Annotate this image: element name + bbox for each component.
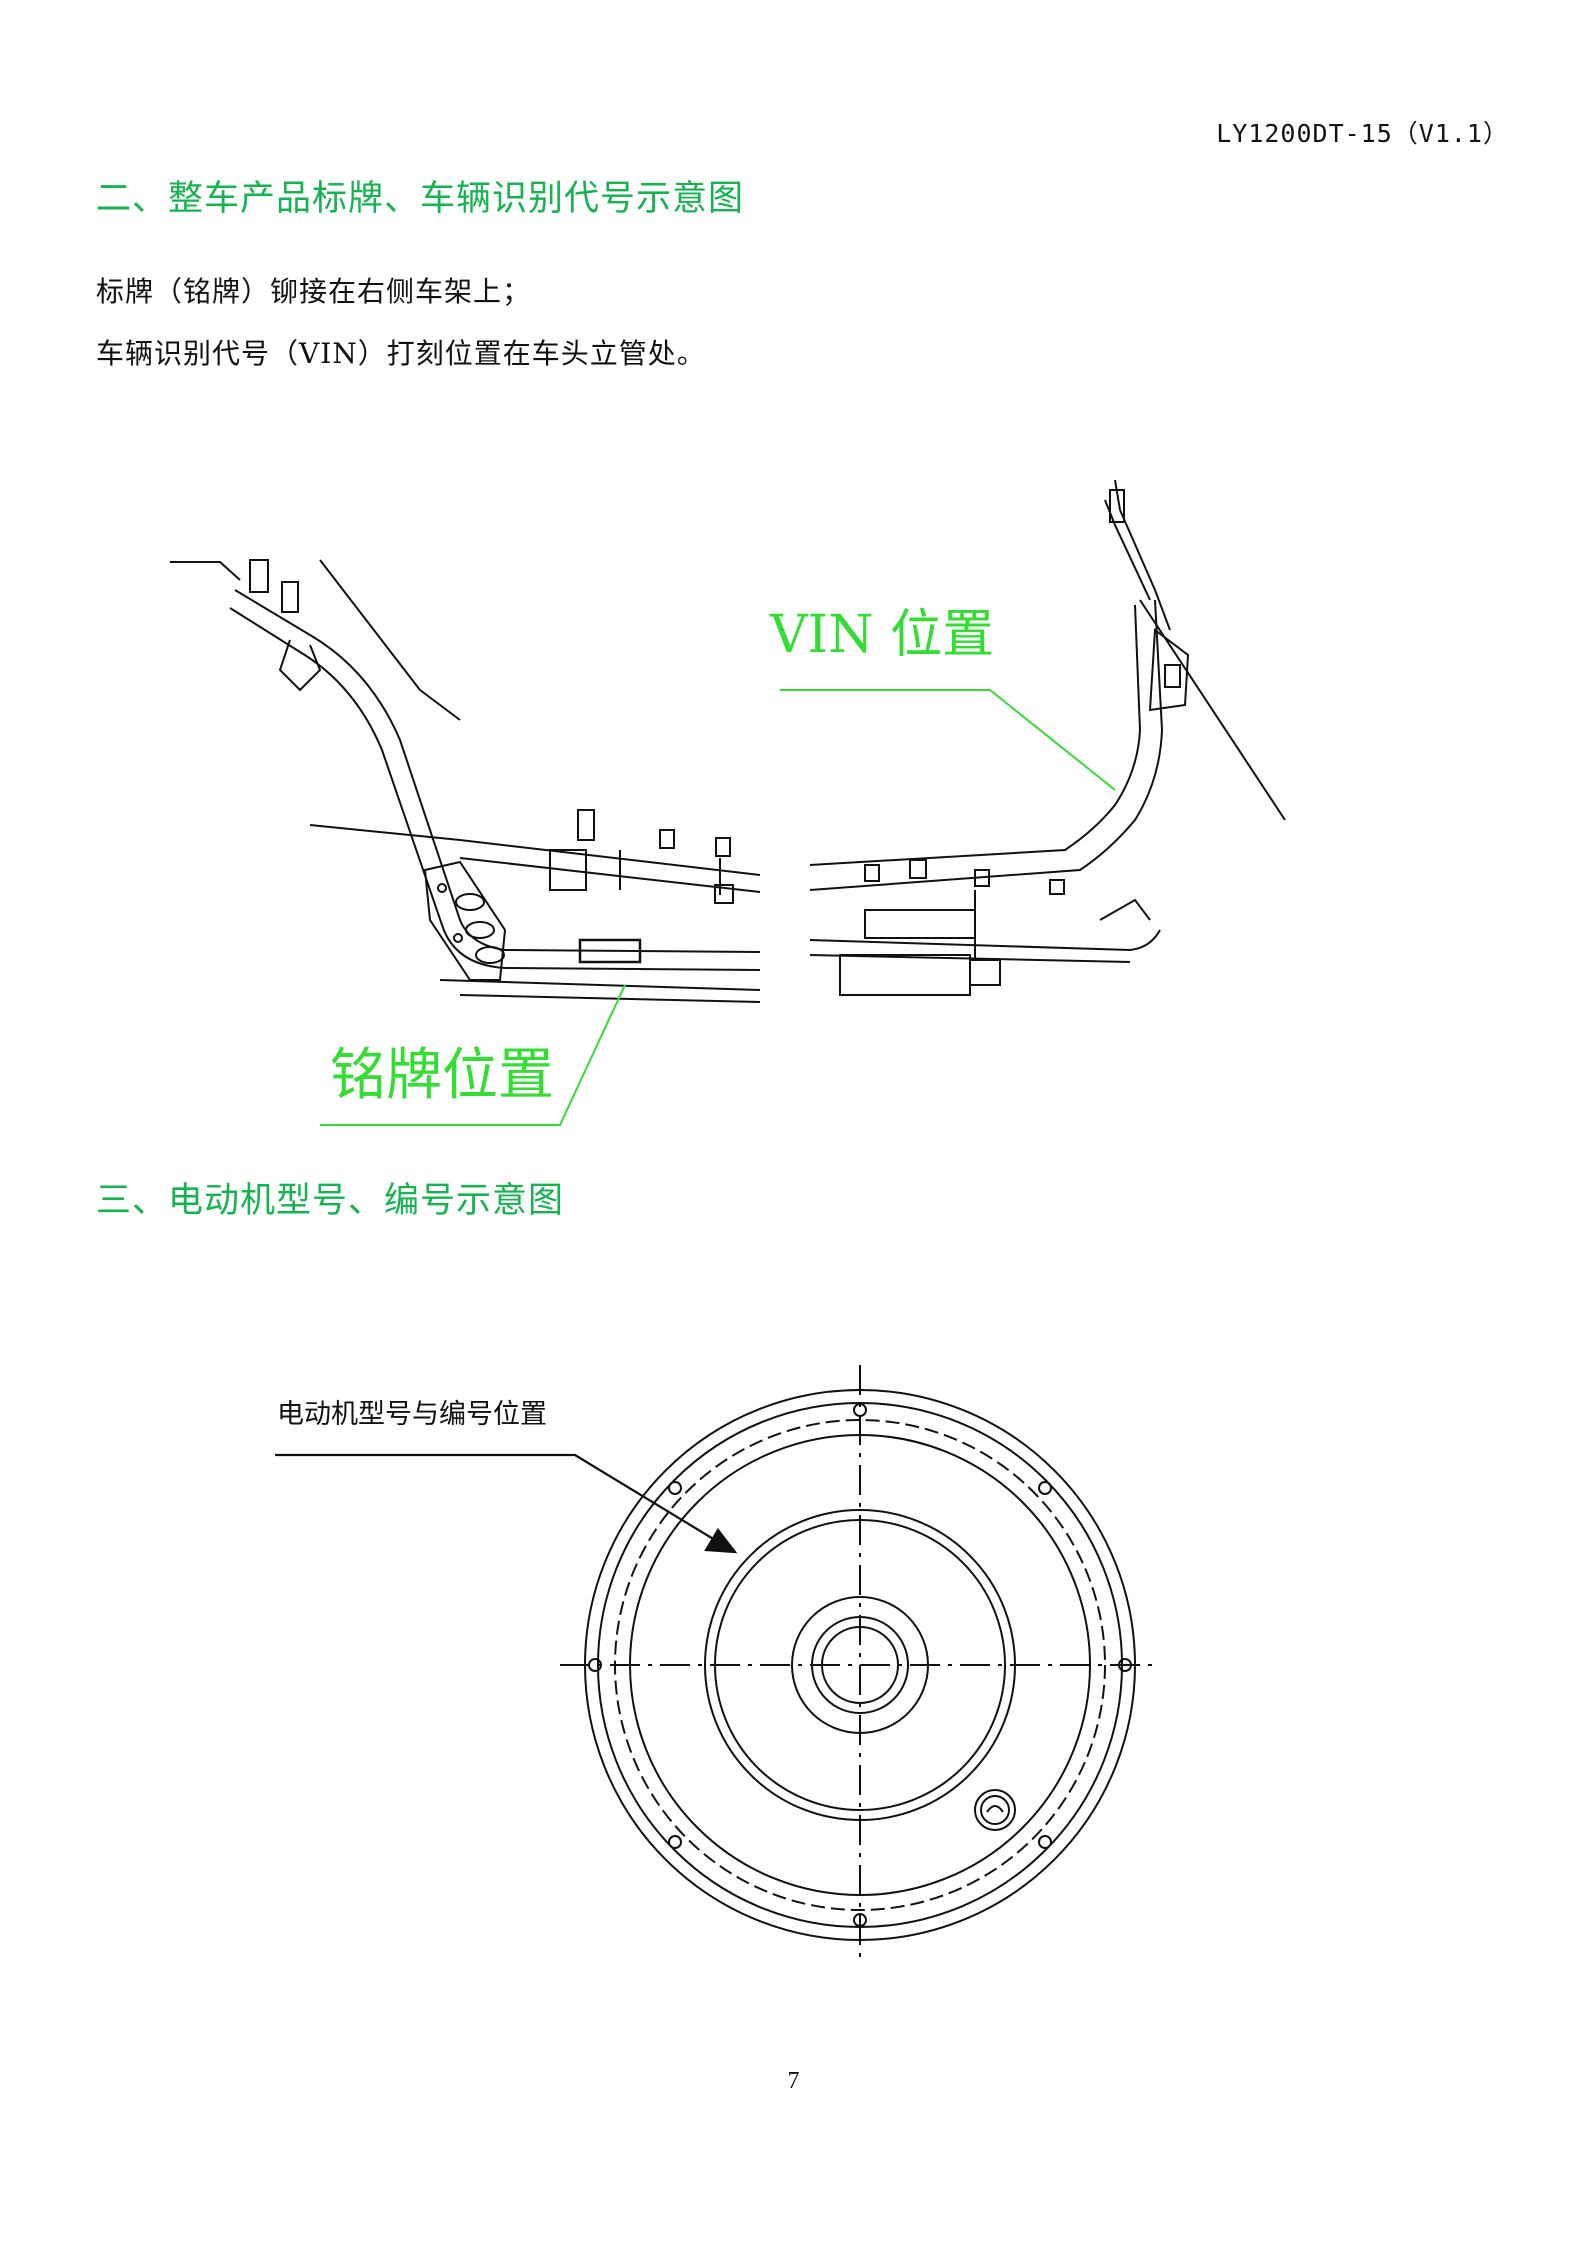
page-number: 7 <box>787 2068 800 2094</box>
section2-heading: 二、整车产品标牌、车辆识别代号示意图 <box>96 179 745 219</box>
document-code: LY1200DT-15（V1.1） <box>1216 119 1509 148</box>
motor-drawing <box>560 1365 1160 1965</box>
frame-drawing-left <box>170 559 761 1003</box>
motor-label: 电动机型号与编号位置 <box>277 1399 547 1430</box>
nameplate-description: 标牌（铭牌）铆接在右侧车架上； <box>96 275 532 308</box>
section3-heading: 三、电动机型号、编号示意图 <box>96 1181 565 1221</box>
vin-position-label: VIN 位置 <box>770 605 995 665</box>
nameplate-position-label: 铭牌位置 <box>330 1043 554 1108</box>
frame-drawing-right <box>809 479 1286 996</box>
vin-description: 车辆识别代号（VIN）打刻位置在车头立管处。 <box>96 337 706 370</box>
